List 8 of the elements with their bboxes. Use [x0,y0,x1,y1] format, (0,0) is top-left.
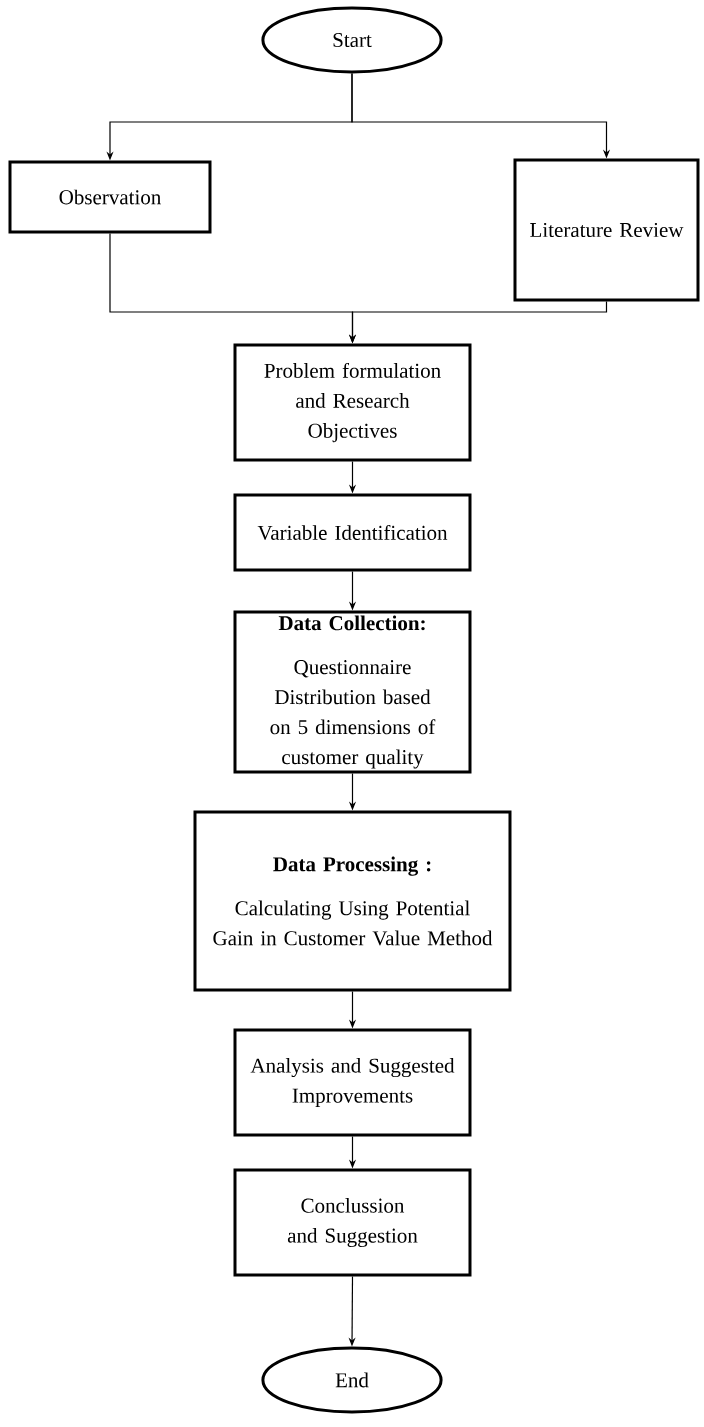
process-box: Data Collection: Questionnaire Distribution based on 5 dimensions of customer quality [233,610,472,774]
process-box: Analysis and Suggested Improvements [233,1028,472,1137]
process-box: Problem formulation and Research Objectives [233,343,472,462]
process-box: Data Processing : Calculating Using Potential Gain in Customer Value Method [193,810,512,992]
process-box: Observation [8,160,212,234]
process-box: Conclussion and Suggestion [233,1168,472,1277]
process-box: Variable Identification [233,493,472,572]
process-box: Literature Review [513,158,700,302]
